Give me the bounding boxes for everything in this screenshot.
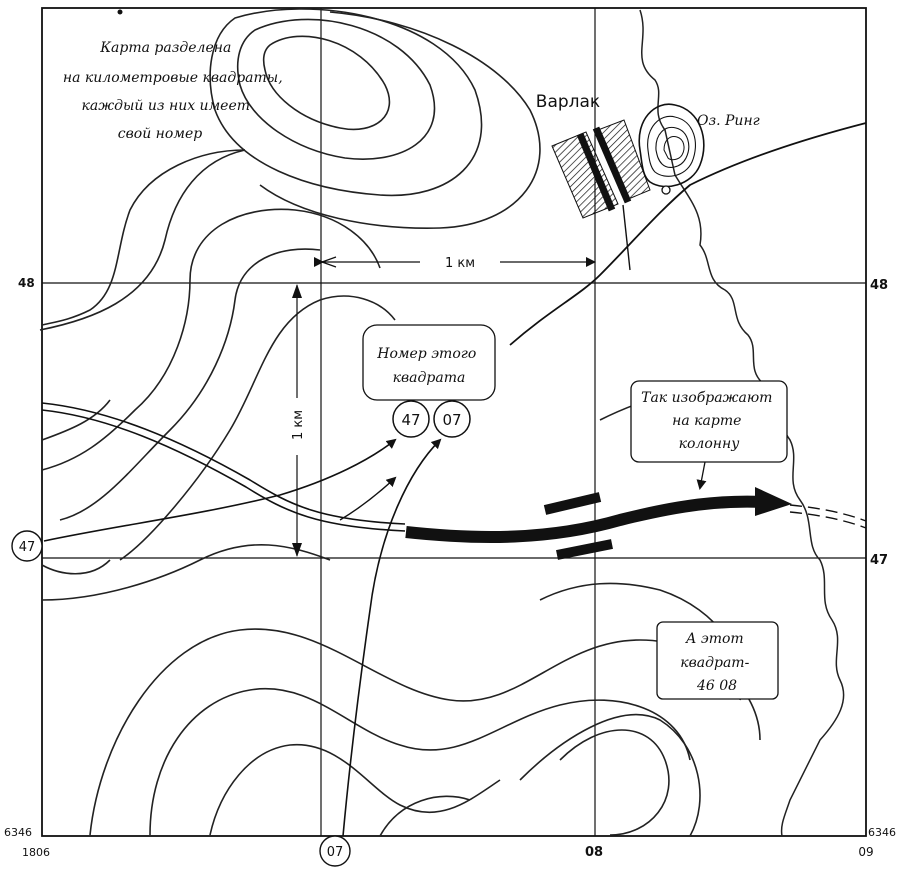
grid-label-left-47-circled: 47 bbox=[19, 540, 36, 555]
grid-label-bottom-left-2: 1806 bbox=[22, 846, 50, 859]
village-varlak-symbol bbox=[551, 119, 651, 219]
road-spur bbox=[622, 204, 631, 271]
grid-label-bottom-08: 08 bbox=[585, 845, 603, 860]
grid-label-bottom-right-2: 09 bbox=[858, 845, 873, 859]
river bbox=[639, 9, 845, 837]
scale-vertical: 1 км bbox=[291, 284, 306, 557]
column-arrow bbox=[405, 495, 766, 543]
grid-label-bottom-right-1: 6346 bbox=[868, 826, 896, 839]
coord-curve-07 bbox=[342, 438, 442, 837]
callout-square-number: Номер этого квадрата 47 07 bbox=[362, 324, 496, 438]
column-flank-top bbox=[543, 492, 602, 515]
column-flank-bottom bbox=[556, 539, 613, 560]
square-number-47: 47 bbox=[401, 411, 420, 429]
grid-labels: 48 48 47 47 6346 1806 07 08 6346 09 bbox=[4, 276, 896, 867]
square-number-07: 07 bbox=[442, 411, 461, 429]
km-grid bbox=[42, 8, 866, 836]
grid-label-left-48: 48 bbox=[18, 276, 35, 290]
callout-square-4608: А этот квадрат- 46 08 bbox=[656, 621, 779, 700]
note-intro: Карта разделена на километровые квадраты… bbox=[63, 40, 287, 142]
coord-curve-47-short bbox=[339, 476, 397, 521]
main-road bbox=[41, 402, 867, 532]
print-dot bbox=[117, 9, 123, 15]
svg-text:Так изображают на карте: Так изображают на карте колонну bbox=[641, 390, 777, 452]
grid-label-bottom-left-1: 6346 bbox=[4, 826, 32, 839]
grid-label-right-47: 47 bbox=[870, 553, 888, 568]
scale-horizontal: 1 км bbox=[314, 256, 596, 271]
coord-curve-47 bbox=[43, 438, 397, 542]
scale-vertical-label: 1 км bbox=[291, 410, 306, 440]
svg-text:Номер этого квадрата: Номер этого квадрата bbox=[376, 346, 480, 386]
map-frame bbox=[41, 7, 867, 837]
grid-label-right-48: 48 bbox=[870, 278, 888, 293]
svg-text:А этот квадрат- 46: А этот квадрат- 46 08 bbox=[680, 631, 754, 694]
road-to-village bbox=[509, 122, 867, 346]
lake-name: Оз. Ринг bbox=[697, 113, 760, 129]
column-arrowhead bbox=[755, 487, 792, 516]
scale-horizontal-label: 1 км bbox=[445, 256, 475, 271]
village-name: Варлак bbox=[536, 92, 600, 112]
callout-column: Так изображают на карте колонну bbox=[630, 380, 788, 490]
lake-ring bbox=[638, 103, 705, 195]
grid-label-bottom-07-circled: 07 bbox=[327, 845, 344, 860]
